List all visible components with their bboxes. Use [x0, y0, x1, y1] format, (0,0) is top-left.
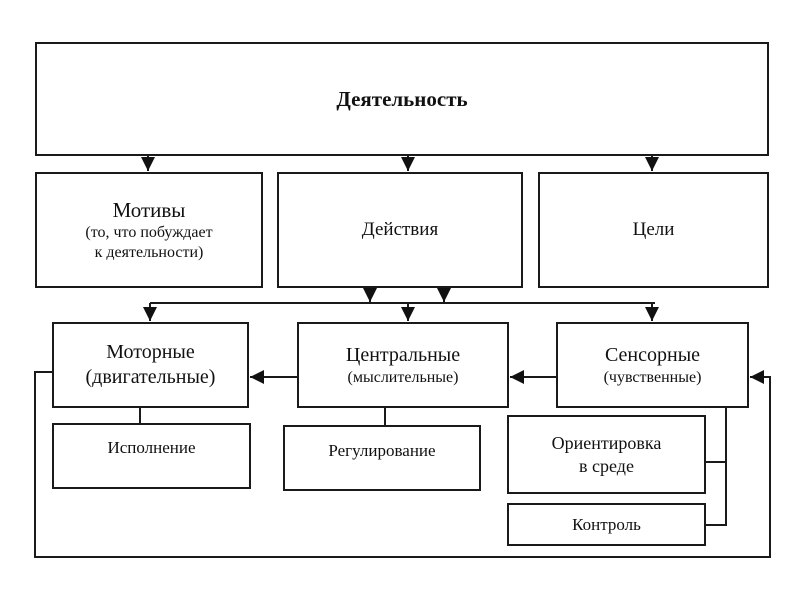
box-execution: Исполнение	[52, 423, 251, 489]
box-orientation: Ориентировка в среде	[507, 415, 706, 494]
execution-label: Исполнение	[107, 438, 196, 457]
motor-label: Моторные	[106, 341, 195, 363]
activity-label: Деятельность	[336, 86, 468, 111]
regulation-label: Регулирование	[328, 441, 436, 460]
box-actions: Действия	[277, 172, 523, 288]
line-sensory-subitems	[705, 407, 727, 526]
sensory-label: Сенсорные	[604, 343, 701, 366]
control-label: Контроль	[572, 514, 641, 534]
box-regulation: Регулирование	[283, 425, 481, 491]
orientation-label: Ориентировка	[551, 433, 662, 453]
motor-sublabel: (двигательные)	[85, 366, 216, 388]
box-goals: Цели	[538, 172, 769, 288]
orientation-label-2: в среде	[579, 455, 634, 476]
motives-sublabel-2: к деятельности)	[94, 244, 204, 262]
box-sensory: Сенсорные (чувственные)	[556, 322, 749, 408]
box-motives: Мотивы (то, что побуждает к деятельности…	[35, 172, 263, 288]
box-control: Контроль	[507, 503, 706, 546]
sensory-sublabel: (чувственные)	[603, 368, 702, 386]
box-motor: Моторные (двигательные)	[52, 322, 249, 408]
goals-label: Цели	[632, 219, 675, 241]
motives-sublabel-1: (то, что побуждает	[85, 224, 213, 242]
motives-label: Мотивы	[112, 197, 186, 222]
box-central: Центральные (мыслительные)	[297, 322, 509, 408]
actions-label: Действия	[361, 219, 439, 241]
central-label: Центральные	[345, 343, 461, 366]
feedback-loop-line	[34, 370, 771, 558]
central-sublabel: (мыслительные)	[347, 368, 459, 386]
box-activity: Деятельность	[35, 42, 769, 156]
